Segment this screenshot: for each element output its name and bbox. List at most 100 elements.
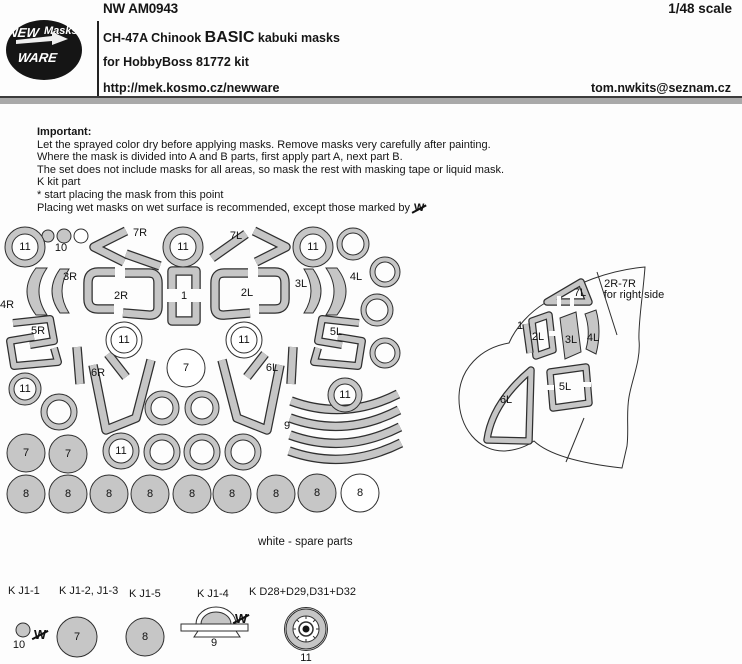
part-label-11: 11: [177, 241, 189, 253]
placed-mask-4L: [584, 309, 600, 355]
mask-circle-10-spare: [73, 228, 89, 244]
scale-label: 1/48 scale: [668, 1, 732, 16]
mask-part-7L: [209, 226, 291, 267]
mask-part-7R: [89, 226, 162, 271]
mask-part-6L: [217, 346, 298, 435]
kit-part-label-j1-5: K J1-5: [129, 588, 161, 600]
part-label-8: 8: [228, 488, 236, 500]
part-label-7r: 7R: [132, 227, 148, 239]
mask-part-5L: [310, 315, 366, 370]
product-title: CH-47A Chinook BASIC kabuki masks: [103, 29, 340, 47]
kit-part-8-shape: [125, 617, 165, 657]
placed-mask-6L: [483, 366, 535, 445]
important-notes: Important: Let the sprayed color dry bef…: [37, 126, 697, 214]
mask-part-4L: [303, 268, 322, 314]
part-label-9: 9: [283, 420, 291, 432]
notes-line: Placing wet masks on wet surface is reco…: [37, 202, 697, 215]
part-label-11: 11: [115, 445, 127, 457]
part-label-2r-7r: 2R-7R: [604, 278, 636, 290]
kit-part-number: 7: [73, 631, 81, 643]
mask-sheet-diagram: [4, 226, 404, 514]
part-label-7: 7: [64, 448, 72, 460]
nose-outline: [458, 266, 646, 469]
kit-part-number: 11: [300, 652, 312, 664]
kit-part-number: 9: [210, 637, 218, 649]
kit-part-label-d28-d32: K D28+D29,D31+D32: [249, 586, 357, 598]
part-label-4l: 4L: [349, 271, 363, 283]
part-label-8: 8: [64, 488, 72, 500]
product-variant: BASIC: [204, 29, 255, 46]
part-label-1: 1: [180, 290, 188, 302]
part-label-2l: 2L: [531, 331, 545, 343]
part-label-3r: 3R: [62, 271, 78, 283]
part-label-11: 11: [238, 334, 250, 346]
part-label-3l: 3L: [564, 334, 578, 346]
mask-part-5R: [6, 315, 62, 370]
dry-application-icon: W: [235, 611, 248, 626]
product-type: kabuki masks: [257, 31, 340, 45]
part-label-7l: 7L: [573, 287, 587, 299]
mask-circle-10: [56, 228, 72, 244]
part-label-8: 8: [272, 488, 280, 500]
mask-part-2L: [210, 267, 290, 320]
mask-part-4R: [51, 268, 70, 314]
kit-part-label-j1-1: K J1-1: [8, 585, 40, 597]
notes-line: Let the sprayed color dry before applyin…: [37, 138, 491, 151]
mask-circles: [6, 433, 337, 514]
part-label-4r: 4R: [0, 299, 15, 311]
kit-part-7-shape: [56, 616, 98, 658]
part-label-8: 8: [22, 488, 30, 500]
notes-line: * start placing the mask from this point: [37, 188, 224, 201]
part-label-6l: 6L: [265, 362, 279, 374]
kit-part-label-j1-2-3: K J1-2, J1-3: [59, 585, 119, 597]
contact-email: tom.nwkits@seznam.cz: [590, 81, 731, 95]
part-label-6r: 6R: [90, 367, 106, 379]
part-label-for-right-side: for right side: [603, 289, 665, 301]
part-label-3l: 3L: [294, 278, 308, 290]
notes-line: Where the mask is divided into A and B p…: [37, 151, 403, 164]
placed-mask-5L: [546, 363, 593, 412]
dry-application-icon: W: [413, 201, 425, 214]
part-label-10: 10: [54, 242, 68, 254]
kit-part-11-target-shape: [284, 607, 328, 651]
part-label-7: 7: [22, 447, 30, 459]
logo-arrow-icon: [16, 32, 68, 45]
mask-part-6R: [72, 346, 156, 435]
logo-word-ware: WARE: [17, 50, 59, 65]
part-label-7l: 7L: [229, 230, 243, 242]
door-line: [565, 417, 585, 463]
kit-part-label-j1-4: K J1-4: [197, 588, 229, 600]
part-label-11: 11: [19, 241, 31, 253]
part-label-8: 8: [105, 488, 113, 500]
mask-rings: [4, 226, 401, 471]
logo-word-new: NEW: [7, 25, 41, 40]
kit-part-10-shape: [15, 622, 31, 638]
spare-rings: [105, 321, 380, 513]
part-label-5r: 5R: [30, 325, 46, 337]
part-label-2r: 2R: [113, 290, 129, 302]
part-label-8: 8: [146, 488, 154, 500]
part-label-5l: 5L: [329, 326, 343, 338]
part-label-11: 11: [19, 383, 31, 395]
part-label-5l: 5L: [558, 381, 572, 393]
header-divider-bar: [0, 96, 742, 104]
newware-logo: NEW Masks WARE: [6, 20, 82, 80]
mask-part-2R: [83, 267, 163, 320]
product-name: CH-47A Chinook: [103, 31, 202, 45]
kit-part-number: 10: [12, 639, 26, 651]
canopy-edge-line: [596, 271, 618, 336]
mask-part-3R: [26, 267, 48, 316]
sheet-code: NW AM0943: [103, 1, 178, 16]
part-label-8: 8: [356, 487, 364, 499]
part-label-6l: 6L: [499, 394, 513, 406]
mask-part-1: [164, 266, 204, 326]
notes-line: K kit part: [37, 176, 81, 189]
website-url: http://mek.kosmo.cz/newware: [103, 81, 280, 95]
part-label-1: 1: [516, 320, 524, 332]
notes-heading: Important:: [37, 126, 92, 138]
aircraft-profile-diagram: [458, 266, 646, 469]
part-label-11: 11: [339, 389, 351, 401]
